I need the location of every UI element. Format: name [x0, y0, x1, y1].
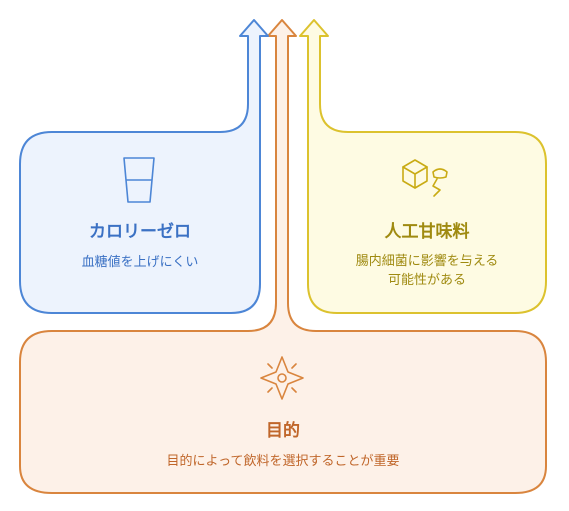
sweetener-desc-line1: 腸内細菌に影響を与える: [355, 254, 499, 269]
sweetener-box: [299, 19, 547, 314]
calorie-zero-title: カロリーゼロ: [89, 222, 191, 242]
sweetener-desc-line2: 可能性がある: [387, 273, 466, 288]
purpose-box: [19, 19, 547, 494]
purpose-title: 目的: [266, 421, 300, 441]
calorie-zero-box: [19, 19, 269, 314]
purpose-desc: 目的によって飲料を選択することが重要: [166, 454, 400, 469]
glass-icon: [123, 157, 155, 203]
sweetener-title: 人工甘味料: [384, 222, 470, 242]
compass-icon: [260, 356, 304, 400]
cube-beaker-icon: [402, 159, 448, 197]
calorie-zero-desc: 血糖値を上げにくい: [81, 255, 199, 270]
